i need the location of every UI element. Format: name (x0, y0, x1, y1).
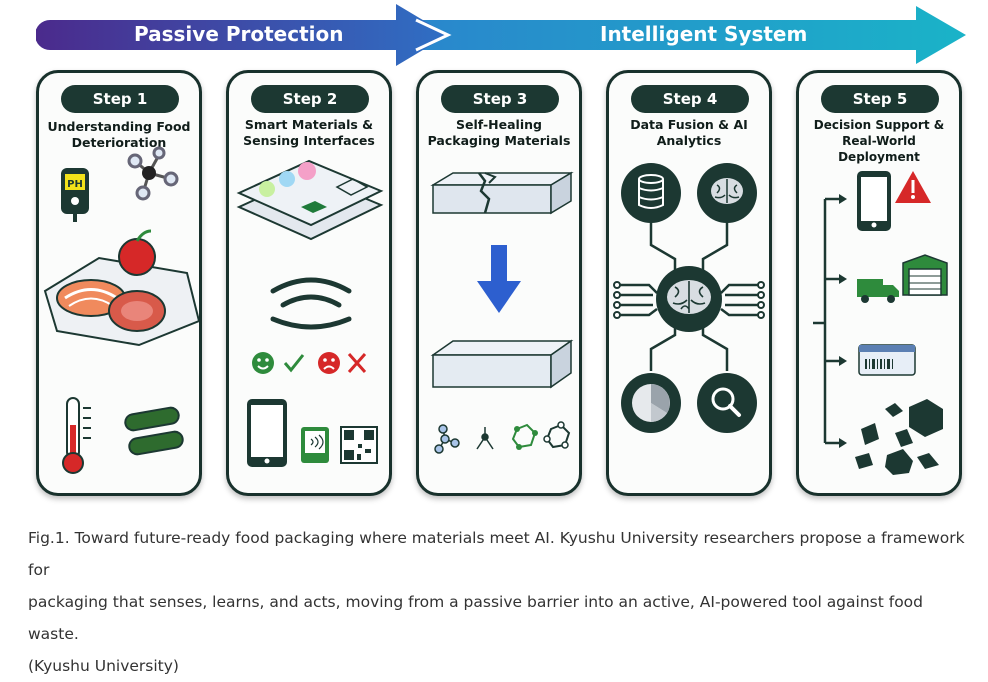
connector-lines (617, 221, 761, 371)
bacteria-icon (124, 406, 184, 456)
ph-meter-icon: PH (61, 168, 89, 222)
step-1-panel: Step 1 Understanding Food Deterioration … (36, 70, 202, 496)
figure-caption: Fig.1. Toward future-ready food packagin… (28, 522, 978, 682)
step-2-title: Smart Materials & Sensing Interfaces (243, 117, 375, 148)
nfc-tag-icon (301, 427, 329, 463)
step-3-title: Self-Healing Packaging Materials (427, 117, 571, 148)
step-5-title: Decision Support & Real-World Deployment (813, 118, 945, 164)
thermometer-icon (62, 397, 91, 474)
barcode-label-icon (858, 344, 916, 376)
step-2-pill: Step 2 (251, 85, 369, 113)
wireless-signal-icon (270, 277, 352, 330)
intelligent-phase-arrow (411, 6, 966, 64)
step-3-pill: Step 3 (441, 85, 559, 113)
smartphone-alert-icon (857, 171, 931, 231)
cracked-material-block-icon (430, 171, 574, 215)
molecule-icon (127, 146, 179, 201)
scattered-boxes-icon (855, 399, 943, 475)
ph-meter-label: PH (67, 179, 83, 190)
intelligent-system-label: Intelligent System (600, 22, 808, 46)
step-1-pill: Step 1 (61, 85, 179, 113)
step-1-title: Understanding Food Deterioration (47, 119, 191, 150)
step-5-illustration (813, 171, 948, 475)
healed-material-block-icon (430, 339, 574, 389)
step-3-panel: Step 3 Self-Healing Packaging Materials (416, 70, 582, 496)
branch-lines (813, 197, 839, 445)
delivery-truck-icon (857, 279, 899, 303)
smartphone-icon (247, 399, 287, 467)
step-2-illustration (236, 159, 384, 467)
step-5-panel: Step 5 Decision Support & Real-World Dep… (796, 70, 962, 496)
database-icon (621, 163, 681, 223)
step-4-illustration (613, 163, 765, 433)
step-4-pill: Step 4 (631, 85, 749, 113)
step-4-panel: Step 4 Data Fusion & AI Analytics (606, 70, 772, 496)
warehouse-icon (902, 254, 948, 296)
phase-arrow-banner (36, 4, 976, 66)
caption-line-3: (Kyushu University) (28, 657, 179, 675)
healing-down-arrow-icon (477, 245, 521, 313)
passive-phase-arrow (36, 4, 448, 66)
caption-line-1: Fig.1. Toward future-ready food packagin… (28, 529, 965, 579)
step-5-pill: Step 5 (821, 85, 939, 113)
passive-protection-label: Passive Protection (134, 22, 344, 46)
phase-arrows-graphic (36, 4, 966, 66)
food-on-paper-icon (43, 229, 199, 347)
smart-material-layers-icon (236, 159, 384, 241)
step-4-title: Data Fusion & AI Analytics (630, 117, 748, 148)
qr-code-icon (340, 426, 378, 464)
step-3-illustration (430, 171, 574, 454)
molecular-structures-icon (434, 421, 571, 454)
brain-icon (697, 163, 757, 223)
step-2-panel: Step 2 Smart Materials & Sensing Interfa… (226, 70, 392, 496)
search-icon (697, 373, 757, 433)
status-indicators-icon (252, 352, 367, 374)
pie-chart-icon (621, 373, 681, 433)
central-ai-brain-icon (656, 266, 722, 332)
step-1-illustration: PH (43, 146, 199, 474)
